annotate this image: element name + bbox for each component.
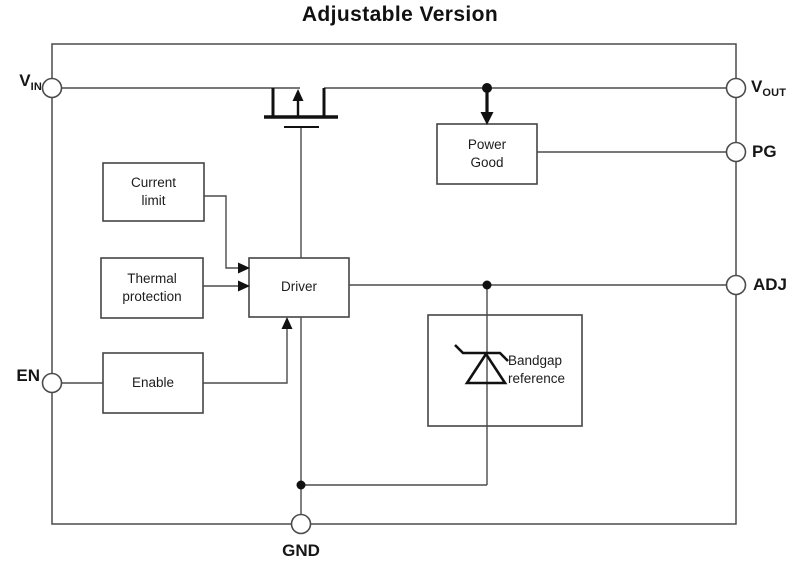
pin-label-en: EN (16, 366, 40, 386)
arrowhead-down-icon (480, 112, 494, 125)
pin-vin (41, 77, 63, 99)
zener-cathode-bar (454, 344, 509, 362)
pin-label-gnd-main: GND (282, 541, 320, 560)
power-good-block (436, 123, 538, 185)
pin-adj (725, 274, 747, 296)
pin-en (41, 372, 63, 394)
bandgap-reference-label: Bandgap reference (508, 352, 566, 386)
pin-label-vout-sub: OUT (762, 87, 787, 99)
thermal-protection-block (100, 257, 204, 319)
current-limit-block (102, 162, 205, 222)
pmos-transistor-icon (264, 88, 338, 128)
enable-label: Enable (131, 374, 175, 390)
pin-vout (725, 77, 747, 99)
zener-diode-icon (454, 344, 509, 385)
power-good-label: Power Good (467, 136, 507, 170)
driver-label: Driver (281, 279, 317, 295)
arrowhead-right-icon (238, 280, 250, 292)
wire-current-limit-to-driver (204, 195, 238, 269)
pin-label-vout: VOUT (751, 77, 786, 99)
arrowhead-right-icon (238, 262, 250, 274)
pin-pg (725, 141, 747, 163)
block-outlines (100, 123, 583, 427)
enable-block (102, 352, 204, 414)
junction-dot (296, 480, 306, 490)
pin-label-pg-main: PG (752, 142, 777, 161)
vout-sense-arrow (480, 90, 494, 125)
pin-label-vin-sub: IN (30, 81, 42, 93)
pin-label-adj-main: ADJ (753, 275, 788, 294)
thermal-protection-label: Thermal protection (122, 270, 182, 304)
zener-anode-triangle (464, 351, 508, 385)
pin-label-gnd: GND (271, 541, 331, 561)
pin-gnd (290, 513, 312, 535)
pin-label-adj: ADJ (753, 275, 787, 295)
bandgap-reference-block (427, 314, 583, 427)
wire-enable-to-driver (203, 329, 288, 384)
pin-terminals (41, 77, 747, 535)
pin-label-en-main: EN (16, 366, 40, 385)
driver-block (248, 257, 350, 318)
diagram-title: Adjustable Version (301, 3, 499, 26)
arrowhead-up-icon (281, 317, 293, 329)
arrowhead-up-icon (292, 89, 304, 101)
junction-dot (482, 280, 492, 290)
pin-label-vout-main: V (751, 77, 763, 96)
pin-label-pg: PG (752, 142, 777, 162)
pin-label-vin-main: V (19, 71, 31, 90)
pin-label-vin: VIN (19, 71, 42, 93)
current-limit-label: Current limit (130, 174, 176, 208)
junction-dots (296, 83, 492, 490)
junction-dot (482, 83, 492, 93)
